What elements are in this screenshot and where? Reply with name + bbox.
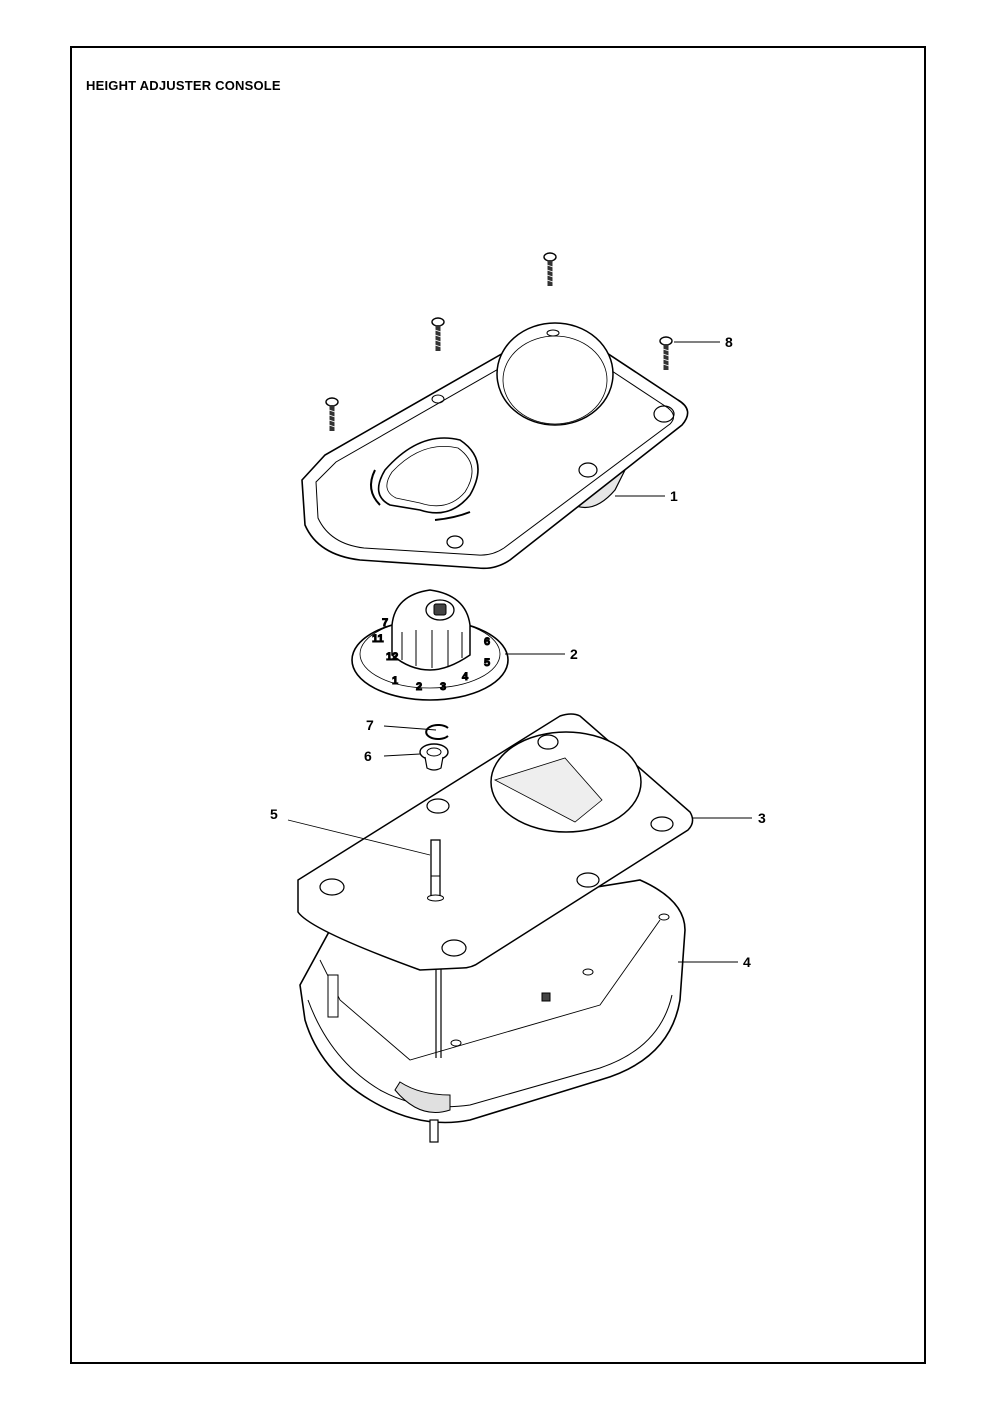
dial-number-2: 2 xyxy=(416,681,422,693)
housing-label-recess xyxy=(394,1081,451,1113)
leader-7 xyxy=(383,725,437,731)
opening-inner-ramp xyxy=(493,757,603,823)
e-clip-part-7 xyxy=(425,724,449,740)
plate-hole-5 xyxy=(319,878,345,896)
boss-2 xyxy=(582,968,594,976)
callout-4: 4 xyxy=(743,954,751,970)
screw-4 xyxy=(325,397,339,432)
leader-5 xyxy=(287,819,431,856)
callout-1: 1 xyxy=(670,488,678,504)
plate-hole-3 xyxy=(426,798,450,814)
boss-1 xyxy=(450,1039,462,1047)
plate-hole-6 xyxy=(441,939,467,957)
dial-number-4: 4 xyxy=(462,671,469,683)
shaft-collar xyxy=(427,894,444,902)
dial-number-3: 3 xyxy=(440,681,446,693)
callout-2: 2 xyxy=(570,646,578,662)
mount-hole-5 xyxy=(546,329,560,337)
shaft-body xyxy=(430,839,441,899)
screw-1 xyxy=(543,252,557,287)
mount-hole-3 xyxy=(653,405,675,423)
plate-hole-4 xyxy=(576,872,600,888)
dial-number-1: 1 xyxy=(392,675,398,687)
dial-opening-inner xyxy=(386,446,473,507)
mount-hole-4 xyxy=(431,394,445,404)
arrow-right xyxy=(434,511,471,521)
callout-3: 3 xyxy=(758,810,766,826)
screw-2 xyxy=(431,317,445,352)
housing-post xyxy=(327,974,339,1018)
callout-labels: 1 2 3 4 5 6 7 8 xyxy=(270,334,766,970)
screw-3 xyxy=(659,336,673,371)
boss-3 xyxy=(658,913,670,921)
cover-large-opening xyxy=(496,322,614,426)
leader-6 xyxy=(383,753,421,757)
dial-number-5: 5 xyxy=(484,657,490,669)
callout-8: 8 xyxy=(725,334,733,350)
shaft-part-5 xyxy=(427,839,444,902)
dial-number-11: 11 xyxy=(372,633,384,645)
bushing-part-6 xyxy=(419,743,449,771)
dial-number-7: 7 xyxy=(382,617,388,629)
housing-logo-icon xyxy=(541,992,551,1002)
callout-6: 6 xyxy=(364,748,372,764)
diagram-title: HEIGHT ADJUSTER CONSOLE xyxy=(86,78,281,93)
dial-opening xyxy=(377,437,479,514)
brand-logo-icon xyxy=(433,603,447,616)
bushing-body xyxy=(424,756,444,771)
housing-shaft-stub xyxy=(429,1119,439,1143)
knob-grip-ribs xyxy=(401,630,463,668)
drawing-frame xyxy=(70,46,926,1364)
e-clip-shape xyxy=(425,724,449,740)
height-dial-part-2: 12 11 1 2 3 4 5 6 7 xyxy=(351,589,509,701)
mount-hole-2 xyxy=(578,462,598,478)
dial-number-12: 12 xyxy=(386,651,398,663)
callout-5: 5 xyxy=(270,806,278,822)
callout-7: 7 xyxy=(366,717,374,733)
arrow-left xyxy=(370,469,381,506)
leader-lines xyxy=(287,341,752,963)
plate-hole-1 xyxy=(537,734,559,750)
cover-plate-part-1 xyxy=(301,322,689,570)
mount-hole-1 xyxy=(446,535,464,549)
mounting-plate-part-3 xyxy=(297,713,694,971)
dial-number-6: 6 xyxy=(484,636,490,648)
bushing-hole xyxy=(426,747,442,757)
plate-hole-2 xyxy=(650,816,674,832)
